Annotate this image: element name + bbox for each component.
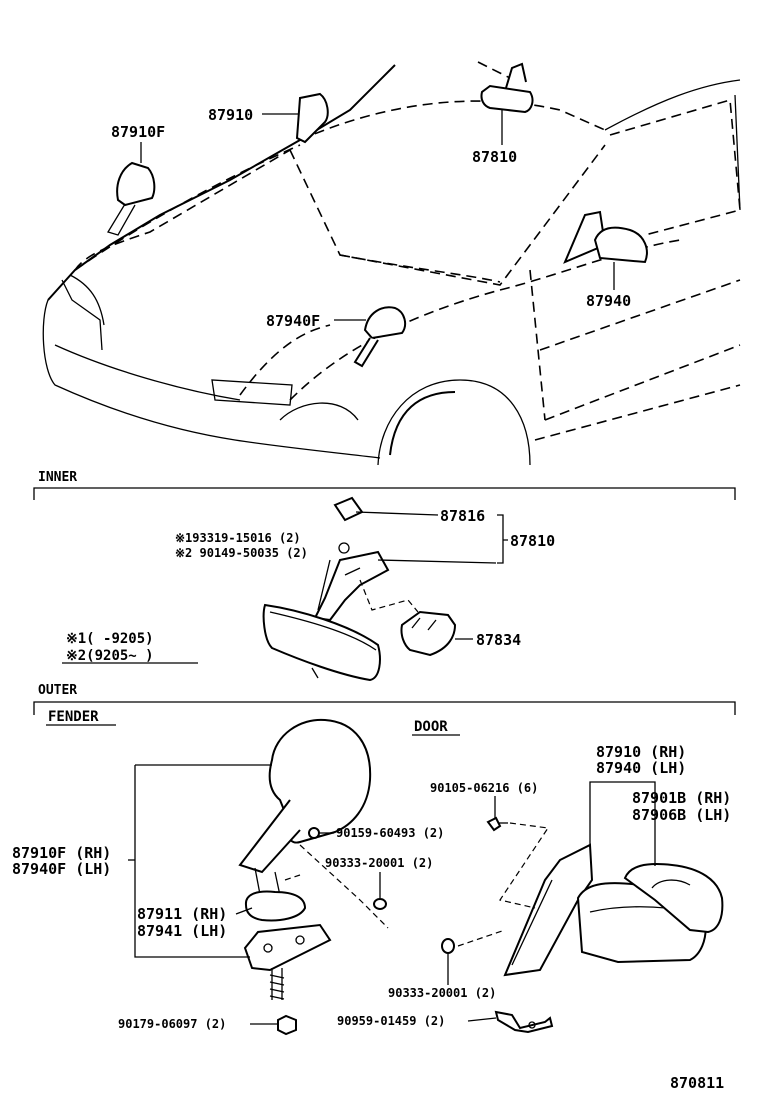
label-87810-top: 87810	[472, 148, 517, 166]
label-fender-nut2: 90179-06097 (2)	[118, 1017, 226, 1031]
inner-parts	[262, 496, 457, 682]
overview-fender-mirror-87910	[295, 92, 329, 144]
label-fender-rh: 87910F (RH)	[12, 844, 111, 862]
overview-fender-mirror-rh	[107, 161, 156, 236]
label-fender-nut: 90159-60493 (2)	[336, 826, 444, 840]
legend-line-1: ※1( -9205)	[66, 631, 154, 647]
label-fender-lh: 87940F (LH)	[12, 860, 111, 878]
label-87910F: 87910F	[111, 123, 165, 141]
label-door-clip: 90333-20001 (2)	[388, 986, 496, 1000]
label-fender-base-lh: 87941 (LH)	[137, 922, 227, 940]
label-fender-clip: 90333-20001 (2)	[325, 856, 433, 870]
overview-door-mirror	[563, 210, 648, 264]
label-87816: 87816	[440, 507, 485, 525]
car-overview	[42, 61, 741, 466]
label-door-screw: 90105-06216 (6)	[430, 781, 538, 795]
label-87910: 87910	[208, 106, 253, 124]
door-mirror-assembly	[441, 816, 724, 1034]
label-door-bracket: 90959-01459 (2)	[337, 1014, 445, 1028]
label-door-glass-rh: 87901B (RH)	[632, 789, 731, 807]
overview-fender-mirror-lh	[353, 306, 407, 368]
section-outer: OUTER	[38, 683, 77, 698]
label-bolt-2: ※2 90149-50035 (2)	[175, 546, 308, 560]
label-87810-inner: 87810	[510, 532, 555, 550]
section-fender: FENDER	[48, 709, 99, 725]
fender-mirror-assembly	[238, 718, 387, 1036]
label-87834: 87834	[476, 631, 521, 649]
section-door: DOOR	[414, 719, 448, 735]
label-door-mirror-rh: 87910 (RH)	[596, 743, 686, 761]
label-87940: 87940	[586, 292, 631, 310]
label-87940F: 87940F	[266, 312, 320, 330]
label-door-glass-lh: 87906B (LH)	[632, 806, 731, 824]
legend-line-2: ※2(9205~ )	[66, 648, 154, 664]
figure-number: 870811	[670, 1074, 724, 1092]
label-bolt-1: ※193319-15016 (2)	[175, 531, 301, 545]
label-fender-base-rh: 87911 (RH)	[137, 905, 227, 923]
section-inner: INNER	[38, 470, 77, 485]
label-door-mirror-lh: 87940 (LH)	[596, 759, 686, 777]
overview-rearview-mirror	[480, 62, 534, 114]
